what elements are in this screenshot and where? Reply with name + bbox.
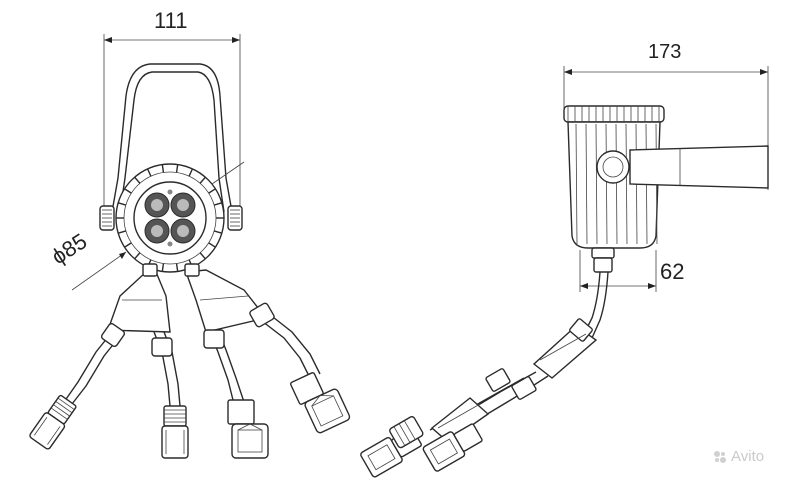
side-fin-line xyxy=(625,123,628,245)
side-cable-main xyxy=(583,271,609,339)
fin-segment xyxy=(208,242,216,248)
fin-segment xyxy=(188,168,194,177)
dimension-label-side-length: 173 xyxy=(648,41,682,63)
side-fin-line xyxy=(585,123,588,245)
dimension-line-diameter xyxy=(71,161,245,291)
side-splitter-1 xyxy=(532,318,598,379)
fin-segment xyxy=(124,242,132,248)
yoke-knob-right xyxy=(227,205,243,231)
cable-3 xyxy=(203,329,245,405)
side-fin-line xyxy=(575,123,578,245)
fin-segment xyxy=(175,263,179,272)
powercon-connector-2 xyxy=(289,372,351,434)
led-array xyxy=(144,189,196,247)
fin-segment xyxy=(213,202,223,206)
fin-segment xyxy=(134,176,141,184)
fin-segment xyxy=(117,230,127,234)
mounting-arm xyxy=(596,145,769,189)
dimension-label-front-width: 111 xyxy=(154,8,188,33)
powercon-connector-1 xyxy=(227,399,269,459)
side-fin-line xyxy=(595,123,598,245)
fin-segment xyxy=(124,188,132,194)
fin-segment xyxy=(161,263,165,272)
side-connector-2 xyxy=(422,423,483,472)
cable-4 xyxy=(249,302,321,379)
lamp-housing-front xyxy=(115,163,225,273)
fin-segment xyxy=(199,252,206,260)
front-view xyxy=(29,34,351,459)
watermark: Avito xyxy=(712,448,764,465)
side-connector-3 xyxy=(389,416,424,449)
fin-segment xyxy=(208,188,216,194)
side-fin-line xyxy=(615,123,618,245)
yoke-knob-left xyxy=(99,205,115,231)
cable-2 xyxy=(151,331,181,407)
cable-1 xyxy=(63,322,126,405)
side-fin-line xyxy=(605,123,608,245)
dimension-line-side-depth xyxy=(579,250,657,292)
fin-segment xyxy=(175,164,179,173)
fin-segment xyxy=(199,176,206,184)
cable-splitter-left xyxy=(107,263,171,333)
avito-logo-icon xyxy=(714,451,726,464)
fin-segment xyxy=(161,164,165,173)
watermark-text: Avito xyxy=(731,448,765,465)
dimension-line-front-width xyxy=(103,34,241,210)
cable-splitter-right xyxy=(184,263,268,333)
dimension-label-side-depth: 62 xyxy=(660,259,685,284)
fin-segment xyxy=(134,252,141,260)
xlr-connector-2 xyxy=(161,405,189,459)
cable-gland xyxy=(591,247,615,273)
yoke-bracket xyxy=(111,63,233,213)
xlr-connector-1 xyxy=(29,394,77,450)
side-view xyxy=(360,66,769,478)
fin-segment xyxy=(213,230,223,234)
fin-segment xyxy=(117,202,127,206)
fin-segment xyxy=(146,168,152,177)
